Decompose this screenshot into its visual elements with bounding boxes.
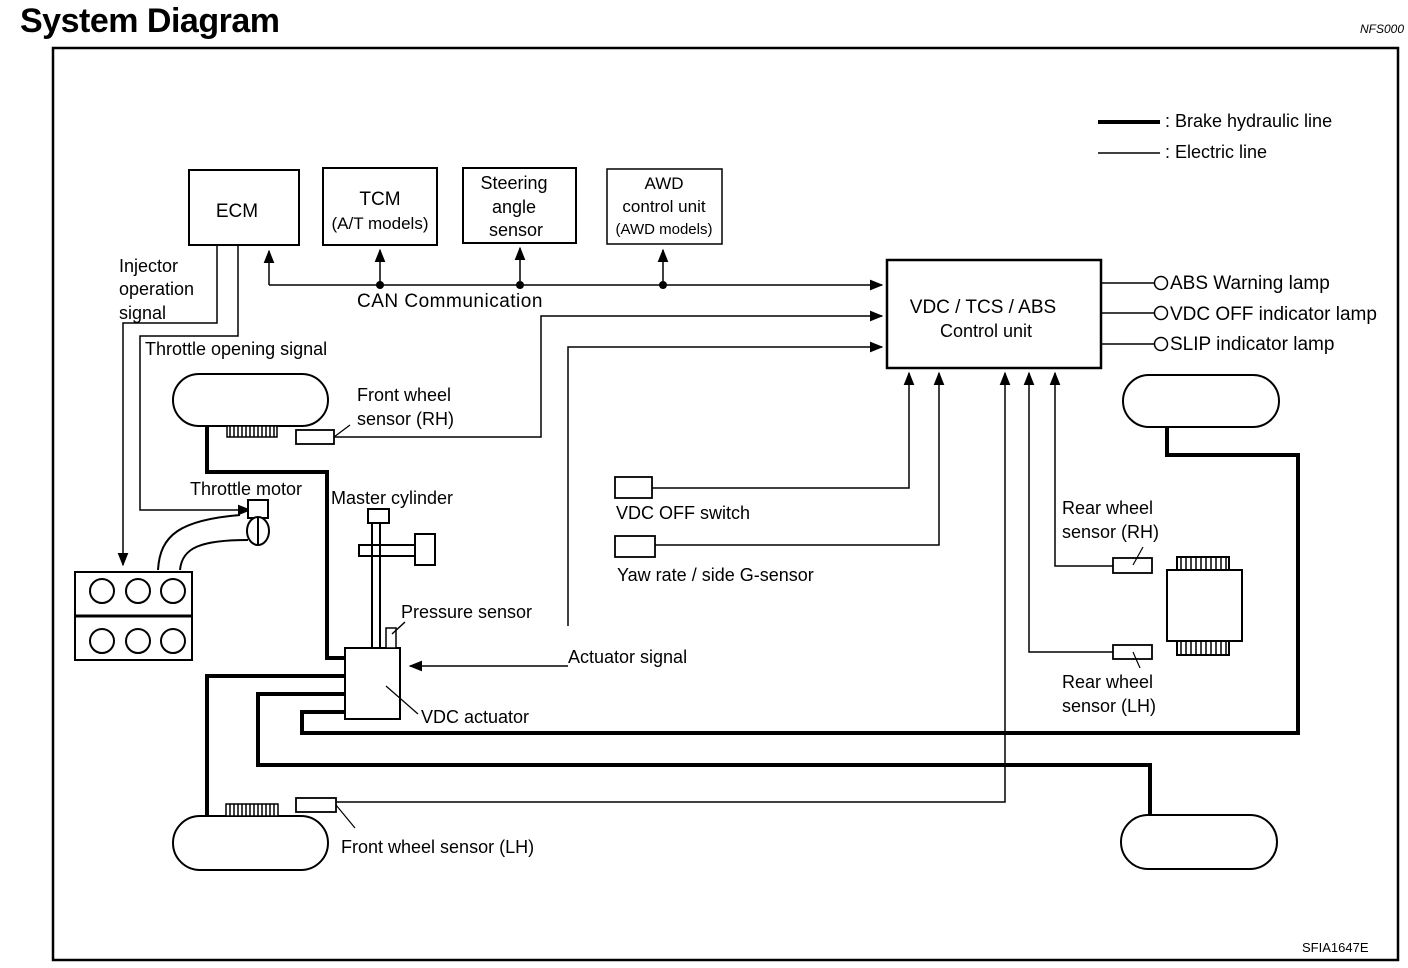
front-left-wheel [172,815,329,871]
rear-rh-sensor-label-1: Rear wheel [1062,498,1153,518]
yaw-rate-sensor [614,535,656,558]
steering-angle-sensor-block: Steering angle sensor [462,167,577,244]
tcm-block: TCM (A/T models) [322,167,438,246]
tcm-label-2: (A/T models) [332,214,429,233]
front-rh-sensor-rotor [226,425,278,438]
vdc-off-indicator-lamp-label: VDC OFF indicator lamp [1170,304,1377,325]
rear-lh-sensor-label-1: Rear wheel [1062,672,1153,692]
master-cylinder [358,508,436,648]
lamp-outputs [1101,275,1169,352]
intake-duct [157,514,249,571]
can-bus [263,246,884,291]
document-code: NFS000 [1360,22,1405,36]
injector-signal-label-1: Injector [119,256,178,276]
yaw-rate-sensor-label: Yaw rate / side G-sensor [617,565,814,585]
front-right-wheel [172,373,329,427]
control-unit-input-lines [334,310,1113,803]
throttle-opening-signal-label: Throttle opening signal [145,339,327,359]
front-rh-sensor-label-2: sensor (RH) [357,409,454,429]
front-lh-sensor [295,797,337,813]
figure-code: SFIA1647E [1302,940,1369,955]
vdc-actuator [344,647,401,720]
awd-label-3: (AWD models) [616,221,713,238]
front-lh-sensor-rotor [225,803,279,817]
rear-rh-sensor [1112,557,1153,574]
rear-differential [1166,556,1243,656]
vdc-actuator-label: VDC actuator [421,707,529,727]
awd-label-2: control unit [622,197,705,216]
pressure-sensor [385,621,406,649]
steering-label-1: Steering [480,173,547,193]
awd-label-1: AWD [644,174,683,193]
rear-lh-sensor-label-2: sensor (LH) [1062,696,1156,716]
vdc-off-switch-label: VDC OFF switch [616,503,750,523]
can-communication-label: CAN Communication [357,291,543,312]
rear-right-wheel [1122,374,1280,428]
rear-lh-sensor [1112,644,1153,660]
vdc-off-switch [614,476,653,499]
abs-warning-lamp-label: ABS Warning lamp [1170,273,1330,294]
brake-hydraulic-lines [205,426,1300,816]
sensor-leaders [333,424,1144,829]
vdc-actuator-leader [385,685,419,715]
steering-label-3: sensor [489,220,543,240]
front-rh-sensor [295,429,335,445]
diagram-frame [51,46,1400,962]
ecm-label: ECM [216,201,258,222]
can-junction [376,281,384,289]
legend: : Brake hydraulic line : Electric line [1098,111,1332,162]
legend-electric-label: : Electric line [1165,142,1267,162]
throttle-motor [246,499,270,546]
control-unit-block: VDC / TCS / ABS Control unit [885,258,1103,370]
tcm-label-1: TCM [359,189,400,210]
engine-block [74,571,193,661]
control-unit-label-1: VDC / TCS / ABS [910,297,1056,318]
pressure-sensor-label: Pressure sensor [401,602,532,622]
wheel-sensors [295,429,1153,813]
legend-hydraulic-label: : Brake hydraulic line [1165,111,1332,131]
rear-rh-sensor-label-2: sensor (RH) [1062,522,1159,542]
ecm-signal-lines [117,245,252,567]
master-cylinder-label: Master cylinder [331,488,453,508]
awd-control-unit-block: AWD control unit (AWD models) [606,168,723,245]
front-lh-sensor-label: Front wheel sensor (LH) [341,837,534,857]
throttle-motor-label: Throttle motor [190,479,302,499]
injector-signal-label-3: signal [119,303,166,323]
page-title: System Diagram [20,2,280,40]
actuator-signal-label: Actuator signal [568,647,687,667]
injector-signal-label-2: operation [119,279,194,299]
control-unit-label-2: Control unit [940,321,1032,341]
rear-left-wheel [1120,814,1278,870]
steering-label-2: angle [492,197,536,217]
can-junction [659,281,667,289]
slip-indicator-lamp-label: SLIP indicator lamp [1170,334,1334,355]
ecm-block: ECM [188,169,300,246]
wheels [172,373,1280,871]
front-rh-sensor-label-1: Front wheel [357,385,451,405]
can-junction [516,281,524,289]
